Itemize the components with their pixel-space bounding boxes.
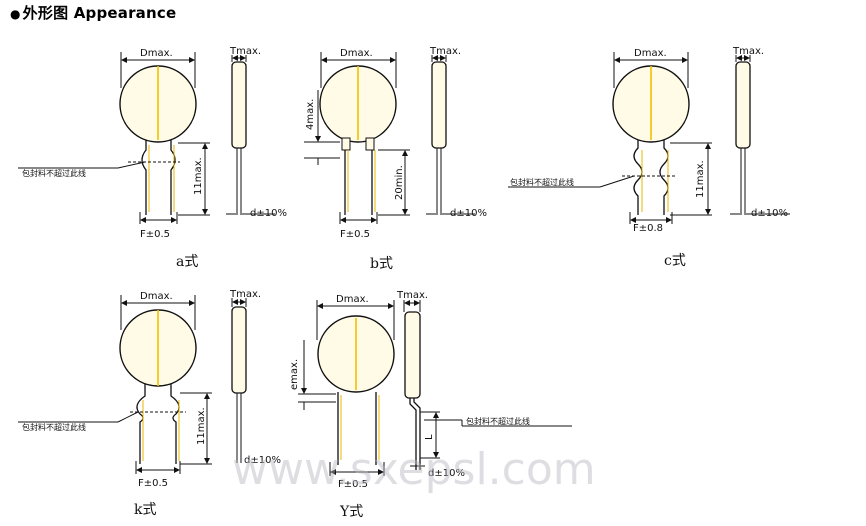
- drawing-k: [18, 295, 247, 474]
- label-c-f: F±0.8: [633, 223, 663, 234]
- label-c-tmax: Tmax.: [732, 46, 764, 57]
- heading-text: 外形图 Appearance: [22, 4, 177, 22]
- label-y-emax: emax.: [289, 359, 300, 390]
- label-b-d: d±10%: [450, 208, 487, 219]
- label-c-dmax: Dmax.: [634, 48, 667, 59]
- drawing-y: [298, 300, 572, 476]
- label-b-dmax: Dmax.: [340, 48, 373, 59]
- caption-b: b式: [370, 256, 393, 272]
- label-k-coating-note: 包封料不超过此线: [22, 422, 86, 432]
- caption-y: Y式: [339, 504, 363, 520]
- label-y-f: F±0.5: [338, 479, 368, 490]
- label-y-d: d±10%: [428, 468, 465, 479]
- caption-a: a式: [176, 254, 198, 270]
- label-c-coating-note: 包封料不超过此线: [510, 177, 574, 187]
- dimension-labels: Dmax. Tmax. 11max. F±0.5 d±10% 包封料不超过此线 …: [22, 46, 788, 520]
- label-y-tmax: Tmax.: [396, 290, 428, 301]
- page-heading: ●外形图 Appearance: [10, 2, 176, 23]
- watermark: www.sxepsl.com: [232, 444, 596, 495]
- label-y-coating-note: 包封料不超过此线: [466, 416, 530, 426]
- label-b-tmax: Tmax.: [429, 46, 461, 57]
- label-k-dmax: Dmax.: [140, 291, 173, 302]
- label-y-l: L: [424, 434, 435, 440]
- label-k-f: F±0.5: [138, 478, 168, 489]
- label-b-f: F±0.5: [340, 229, 370, 240]
- label-c-11max: 11max.: [695, 160, 706, 198]
- label-k-d: d±10%: [244, 455, 281, 466]
- caption-c: c式: [664, 253, 686, 269]
- caption-k: k式: [134, 502, 156, 518]
- drawing-c: [508, 52, 790, 224]
- bullet-icon: ●: [10, 7, 21, 21]
- label-a-coating-note: 包封料不超过此线: [22, 168, 86, 178]
- label-y-dmax: Dmax.: [336, 294, 369, 305]
- drawing-b: [304, 52, 475, 224]
- drawing-a: [18, 52, 275, 224]
- label-a-d: d±10%: [250, 208, 287, 219]
- label-a-11max: 11max.: [193, 157, 204, 195]
- label-a-f: F±0.5: [140, 229, 170, 240]
- label-k-11max: 11max.: [196, 407, 207, 445]
- label-b-4max: 4max.: [305, 99, 316, 130]
- label-b-20min: 20min.: [394, 165, 405, 200]
- label-a-tmax: Tmax.: [229, 46, 261, 57]
- label-k-tmax: Tmax.: [229, 289, 261, 300]
- label-a-dmax: Dmax.: [140, 48, 173, 59]
- label-c-d: d±10%: [751, 208, 788, 219]
